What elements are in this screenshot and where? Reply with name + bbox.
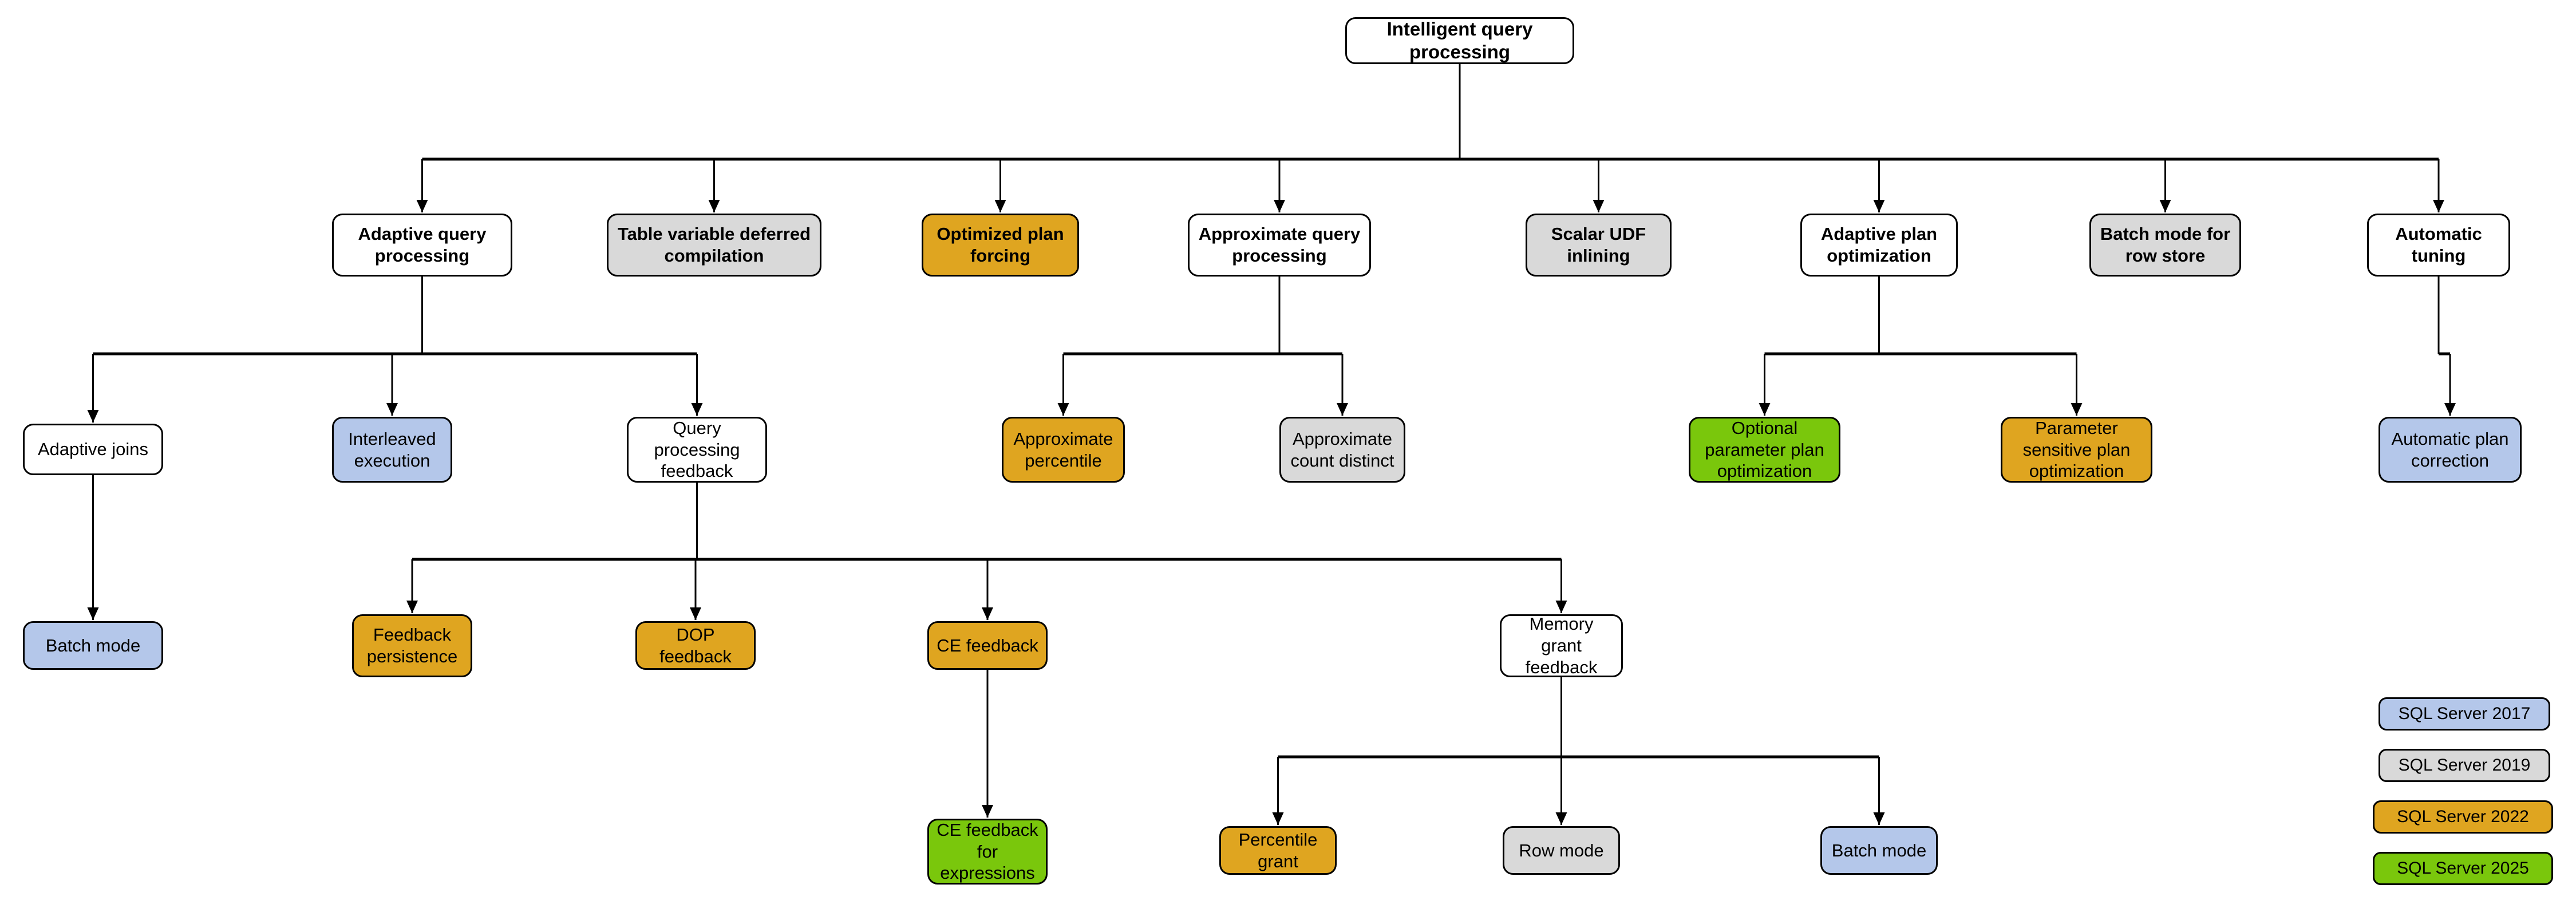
node-label: Optimized plan forcing	[937, 224, 1064, 266]
node-autotune[interactable]: Automatic tuning	[2367, 214, 2510, 277]
node-rowmode[interactable]: Row mode	[1503, 826, 1620, 875]
node-bmode1[interactable]: Batch mode	[23, 621, 163, 670]
legend-item-sql-server-2022: SQL Server 2022	[2373, 800, 2553, 834]
node-label: Approximate query processing	[1198, 224, 1361, 266]
node-mgf[interactable]: Memory grant feedback	[1500, 614, 1623, 677]
node-root[interactable]: Intelligent query processing	[1345, 17, 1574, 64]
legend-item-label: SQL Server 2022	[2397, 807, 2529, 826]
node-acdist[interactable]: Approximate count distinct	[1279, 417, 1405, 483]
node-label: Query processing feedback	[654, 417, 740, 481]
node-label: Row mode	[1519, 840, 1604, 860]
node-label: Scalar UDF inlining	[1551, 224, 1646, 266]
node-label: Automatic tuning	[2395, 224, 2482, 266]
node-label: Approximate count distinct	[1290, 428, 1394, 471]
node-ilexec[interactable]: Interleaved execution	[332, 417, 452, 483]
node-apo[interactable]: Adaptive plan optimization	[1800, 214, 1958, 277]
node-label: Memory grant feedback	[1525, 614, 1598, 677]
node-aqproc[interactable]: Approximate query processing	[1188, 214, 1371, 277]
node-label: Intelligent query processing	[1386, 18, 1533, 62]
node-ajoins[interactable]: Adaptive joins	[23, 424, 163, 475]
node-aqp[interactable]: Adaptive query processing	[332, 214, 512, 277]
node-label: Batch mode	[1831, 840, 1927, 860]
legend-item-label: SQL Server 2017	[2398, 704, 2531, 723]
node-opf[interactable]: Optimized plan forcing	[922, 214, 1079, 277]
node-label: Interleaved execution	[348, 428, 436, 471]
node-qpf[interactable]: Query processing feedback	[627, 417, 767, 483]
node-label: Optional parameter plan optimization	[1705, 417, 1824, 481]
node-label: Approximate percentile	[1013, 428, 1113, 471]
node-label: DOP feedback	[659, 624, 732, 666]
node-cefbexpr[interactable]: CE feedback for expressions	[927, 819, 1048, 885]
legend-item-label: SQL Server 2025	[2397, 859, 2529, 878]
node-label: Adaptive plan optimization	[1820, 224, 1938, 266]
node-cefb[interactable]: CE feedback	[927, 621, 1048, 670]
node-label: Table variable deferred compilation	[617, 224, 811, 266]
node-label: CE feedback for expressions	[937, 819, 1038, 883]
node-label: Feedback persistence	[366, 625, 458, 666]
node-fbpers[interactable]: Feedback persistence	[352, 614, 472, 677]
node-pgrant[interactable]: Percentile grant	[1219, 826, 1337, 875]
node-label: Batch mode for row store	[2100, 224, 2231, 266]
node-label: Parameter sensitive plan optimization	[2022, 417, 2131, 481]
node-label: Automatic plan correction	[2391, 428, 2509, 471]
node-bmrs[interactable]: Batch mode for row store	[2089, 214, 2241, 277]
legend-item-label: SQL Server 2019	[2398, 756, 2531, 775]
node-oppo[interactable]: Optional parameter plan optimization	[1689, 417, 1840, 483]
legend-item-sql-server-2017: SQL Server 2017	[2379, 697, 2550, 731]
node-dopfb[interactable]: DOP feedback	[635, 621, 756, 670]
node-label: Batch mode	[45, 635, 141, 656]
node-apct[interactable]: Approximate percentile	[1002, 417, 1125, 483]
node-label: Adaptive joins	[37, 439, 148, 460]
node-label: Percentile grant	[1238, 829, 1318, 871]
node-label: Adaptive query processing	[358, 224, 487, 266]
node-label: CE feedback	[937, 635, 1038, 656]
legend-item-sql-server-2025: SQL Server 2025	[2373, 852, 2553, 885]
node-pspo[interactable]: Parameter sensitive plan optimization	[2001, 417, 2152, 483]
node-tvdc[interactable]: Table variable deferred compilation	[607, 214, 821, 277]
node-sudf[interactable]: Scalar UDF inlining	[1526, 214, 1672, 277]
node-apc[interactable]: Automatic plan correction	[2379, 417, 2522, 483]
node-bmode2[interactable]: Batch mode	[1820, 826, 1938, 875]
legend-item-sql-server-2019: SQL Server 2019	[2379, 749, 2550, 782]
